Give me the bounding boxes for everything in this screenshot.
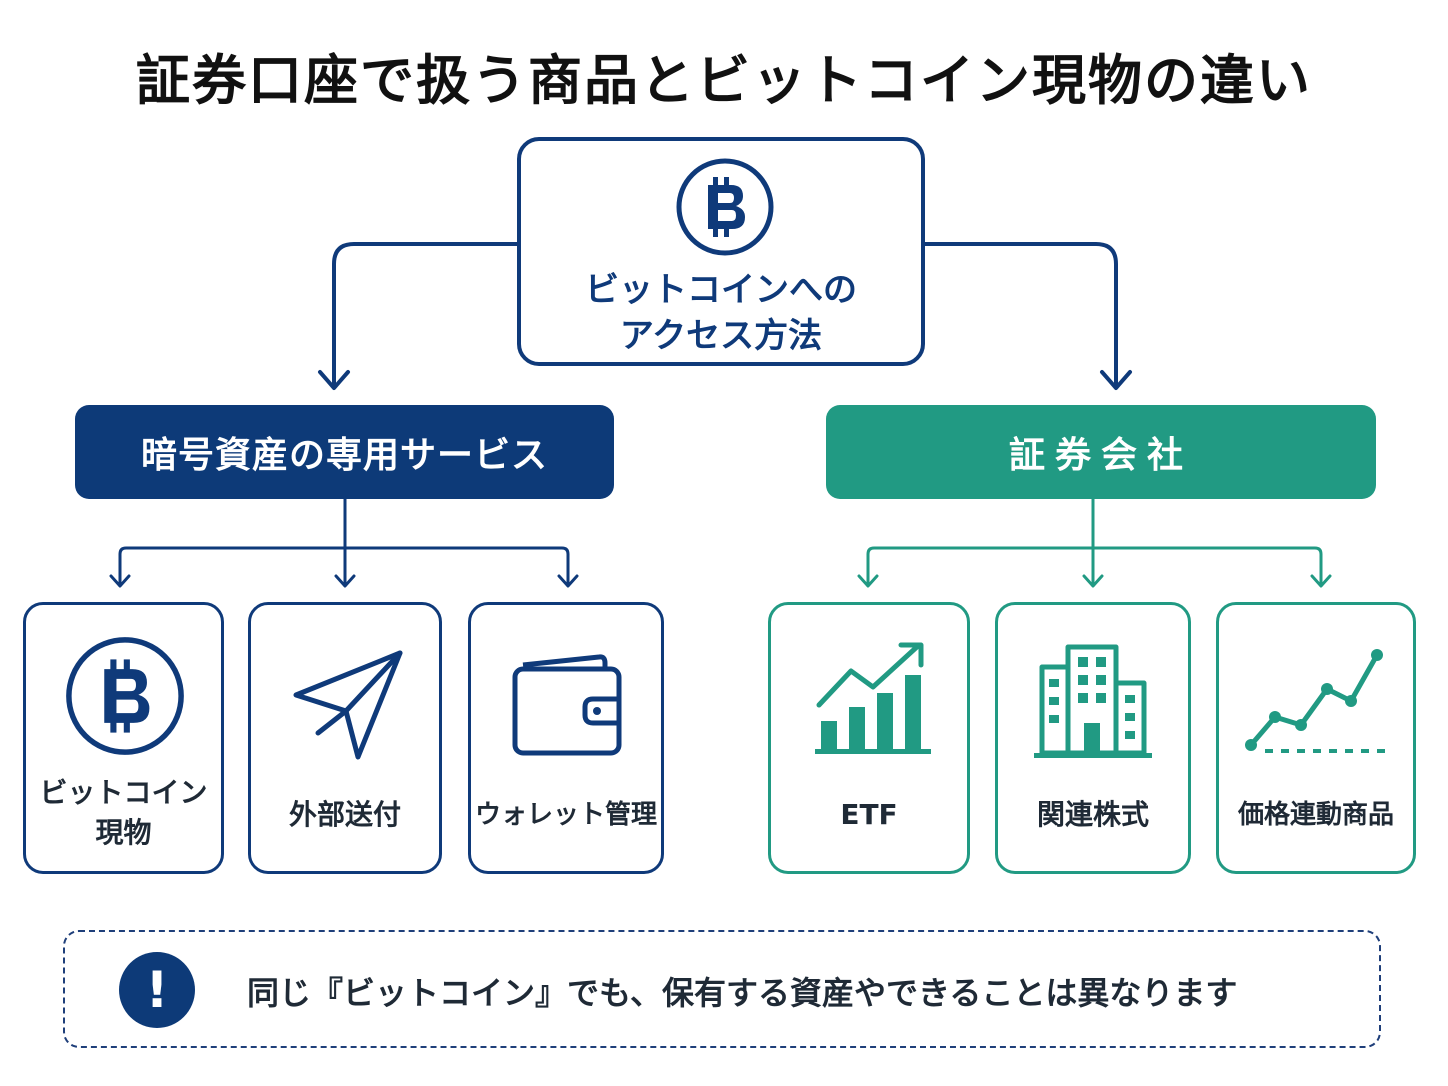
crypto-service-category: 暗号資産の専用サービス — [75, 405, 614, 499]
card-label: ウォレット管理 — [474, 800, 657, 830]
card-etf: ETF — [768, 602, 970, 874]
bar-chart-arrow-icon — [815, 642, 931, 754]
note-text: 同じ『ビットコイン』でも、保有する資産やできることは異なります — [247, 974, 1238, 1012]
exclamation-icon: ! — [119, 952, 195, 1028]
bitcoin-icon — [676, 158, 774, 256]
card-label: ETF — [840, 798, 898, 831]
bitcoin-icon — [66, 637, 184, 755]
card-label: ビットコイン 現物 — [26, 773, 221, 853]
access-method-label-line1: ビットコインへの — [585, 270, 857, 310]
paper-plane-icon — [293, 650, 403, 760]
securities-company-category: 証券会社 — [826, 405, 1376, 499]
card-bitcoin-spot: ビットコイン 現物 — [23, 602, 224, 874]
access-method-box: ビットコインへの アクセス方法 — [517, 137, 925, 366]
card-label-line1: ビットコイン — [39, 776, 208, 809]
card-wallet-management: ウォレット管理 — [468, 602, 664, 874]
line-chart-icon — [1245, 649, 1389, 753]
access-method-label: ビットコインへの アクセス方法 — [521, 267, 921, 359]
card-external-transfer: 外部送付 — [248, 602, 442, 874]
card-label-line2: 現物 — [95, 816, 152, 849]
card-price-linked-products: 価格連動商品 — [1216, 602, 1416, 874]
card-label: 関連株式 — [1036, 798, 1149, 831]
card-label: 価格連動商品 — [1237, 800, 1394, 830]
building-icon — [1034, 644, 1152, 758]
access-method-label-line2: アクセス方法 — [619, 316, 823, 356]
card-related-stocks: 関連株式 — [995, 602, 1191, 874]
wallet-icon — [512, 654, 622, 756]
card-label: 外部送付 — [288, 798, 401, 831]
page-title: 証券口座で扱う商品とビットコイン現物の違い — [136, 49, 1312, 112]
note-box: ! 同じ『ビットコイン』でも、保有する資産やできることは異なります — [63, 930, 1381, 1048]
